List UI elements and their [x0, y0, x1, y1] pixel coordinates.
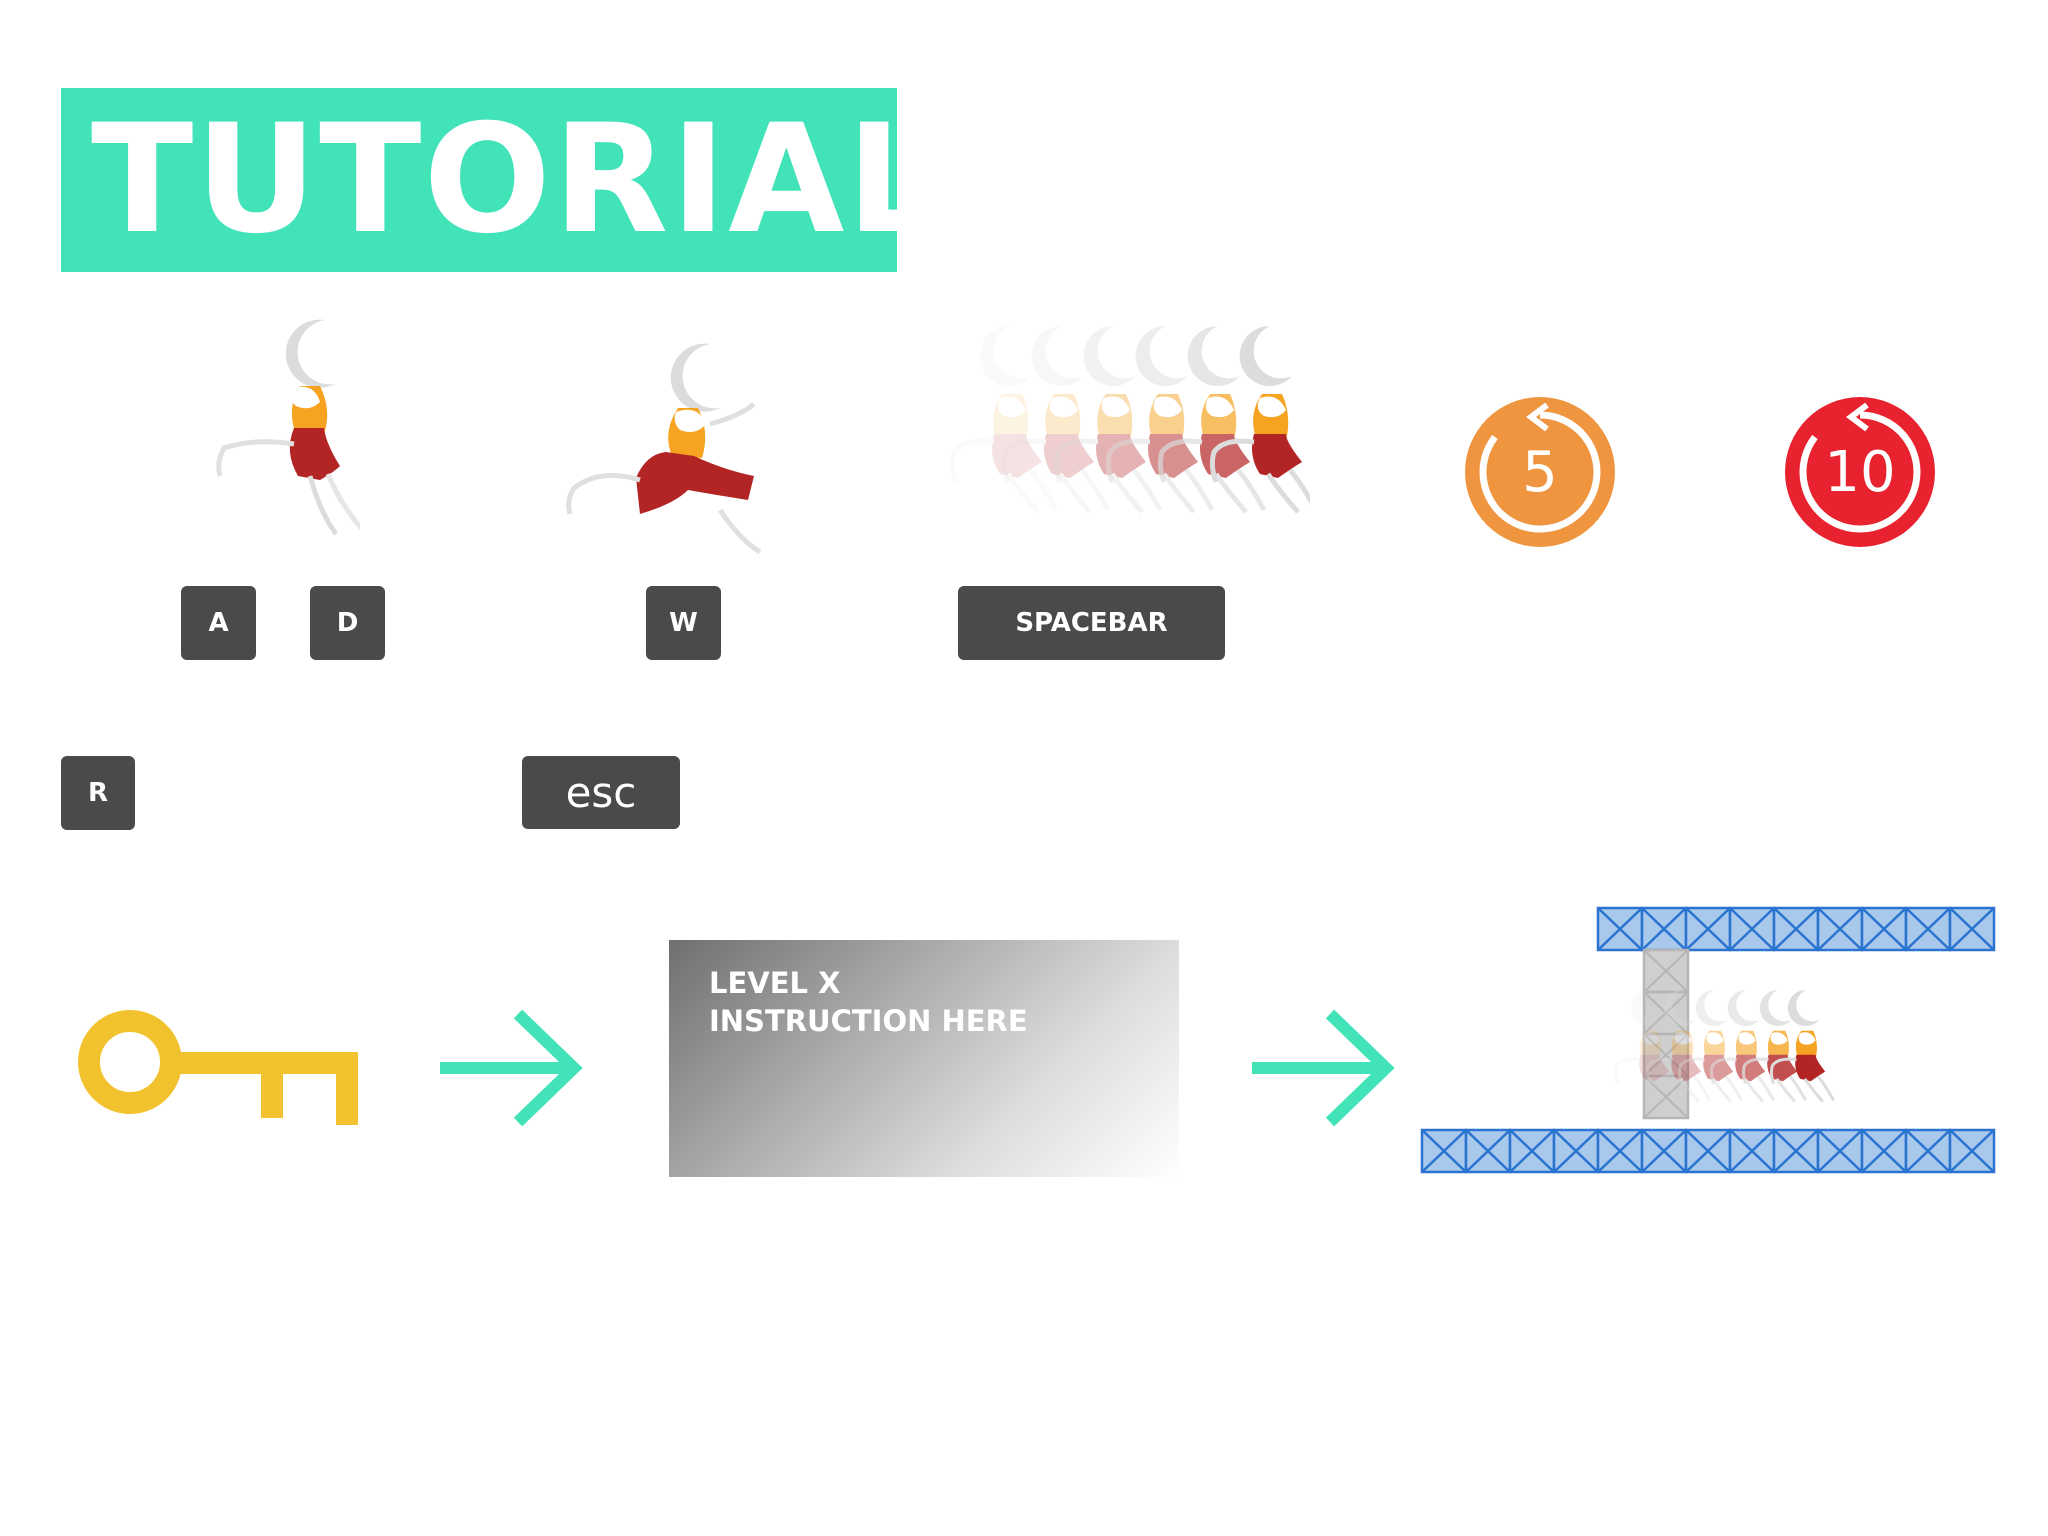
key-icon — [78, 1010, 358, 1125]
walk-runner-sprite — [216, 319, 360, 536]
key-w: W — [646, 586, 721, 660]
title-banner: TUTORIAL — [61, 88, 942, 272]
page-title: TUTORIAL — [91, 93, 944, 267]
timer-10-value: 10 — [1824, 439, 1896, 505]
timer-5-value: 5 — [1522, 439, 1558, 505]
arrow-right-icon — [1252, 1009, 1395, 1127]
bottom-platform — [1420, 1128, 1996, 1174]
rewind-timer-icon — [1785, 397, 1935, 547]
level-instruction-text: LEVEL X INSTRUCTION HERE — [709, 966, 1028, 1038]
arrow-right-icon — [440, 1009, 583, 1127]
level-scene-preview — [1420, 906, 1996, 1174]
top-platform — [1596, 906, 1996, 952]
key-r: R — [61, 756, 135, 830]
key-a: A — [181, 586, 256, 660]
rewind-runner-trail-sprite — [910, 314, 1310, 554]
timer-5: 5 — [1465, 397, 1615, 547]
rewind-timer-icon — [1465, 397, 1615, 547]
timer-10: 10 — [1785, 397, 1935, 547]
key-d: D — [310, 586, 385, 660]
key-esc: esc — [522, 756, 680, 829]
level-instruction-panel: LEVEL X INSTRUCTION HERE — [669, 940, 1179, 1177]
key-spacebar: SPACEBAR — [958, 586, 1225, 660]
jump-runner-sprite — [566, 343, 762, 555]
